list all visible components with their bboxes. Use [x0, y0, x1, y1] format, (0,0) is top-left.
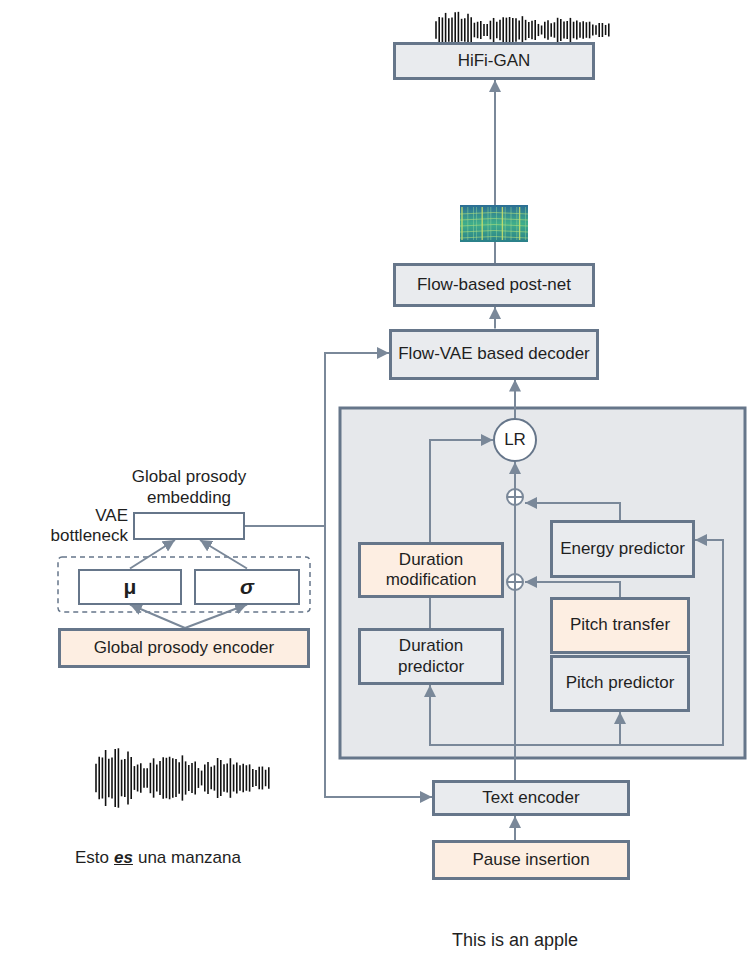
connector	[185, 605, 247, 629]
node-text: μ	[120, 574, 141, 599]
node-text: Pitch transfer	[566, 615, 674, 635]
emphasized-word: es	[114, 848, 133, 868]
node-text: Duration predictor	[361, 636, 501, 677]
node-text: Pause insertion	[468, 850, 593, 870]
connector	[245, 353, 389, 526]
pitch-add-wire	[525, 582, 620, 597]
node-text: Pitch predictor	[562, 673, 679, 693]
predictor-box: Energy predictor	[550, 520, 695, 578]
connector	[514, 462, 516, 780]
insertion-box: Pause insertion	[432, 840, 630, 880]
mean-box: μ	[78, 569, 182, 605]
embedding-heading: Global prosody embedding	[104, 467, 274, 508]
node-text: Energy predictor	[556, 539, 689, 559]
postnet-box: Flow-based post-net	[393, 263, 595, 307]
connector	[130, 605, 185, 629]
connector	[429, 598, 431, 628]
input-sentence: This is an apple	[452, 930, 578, 952]
node-text: Flow-VAE based decoder	[394, 344, 594, 364]
node-text: Global prosody encoder	[90, 638, 279, 658]
connector	[130, 540, 175, 569]
predictor-panel	[340, 408, 745, 758]
sentence-word: una manzana	[138, 848, 241, 868]
sum-symbol	[507, 574, 523, 590]
encoder-box: Global prosody encoder	[58, 628, 310, 668]
predictor-box: Pitch predictor	[550, 655, 690, 712]
connector	[514, 380, 516, 419]
transfer-box: Pitch transfer	[550, 597, 690, 654]
decoder-box: Flow-VAE based decoder	[389, 329, 599, 380]
connector	[200, 540, 247, 569]
length-regulator-circle: LR	[493, 418, 537, 462]
modification-box: Duration modification	[358, 542, 504, 598]
encoder-box: Text encoder	[432, 780, 630, 816]
vae-bottleneck-outline	[58, 557, 310, 612]
vocoder-box: HiFi-GAN	[393, 42, 595, 80]
bottleneck-label: VAE bottleneck	[38, 506, 128, 547]
node-text: Text encoder	[478, 788, 583, 808]
node-text: HiFi-GAN	[454, 51, 535, 71]
connector	[430, 685, 515, 780]
spectrogram-image	[460, 205, 528, 242]
connector	[514, 816, 516, 840]
predictor-box: Duration predictor	[358, 628, 504, 685]
sum-symbol	[507, 489, 523, 505]
sigma-box: σ	[194, 569, 300, 605]
energy-add-wire	[525, 503, 620, 520]
node-text: Flow-based post-net	[413, 275, 575, 295]
reference-waveform	[96, 748, 269, 807]
connector	[494, 307, 496, 329]
node-text: σ	[236, 574, 258, 599]
embedding-box: Global prosody embedding	[133, 512, 245, 540]
sentence-word: Esto	[75, 848, 109, 868]
connector	[430, 440, 493, 542]
node-text: Duration modification	[361, 550, 501, 591]
node-text: LR	[500, 430, 530, 450]
